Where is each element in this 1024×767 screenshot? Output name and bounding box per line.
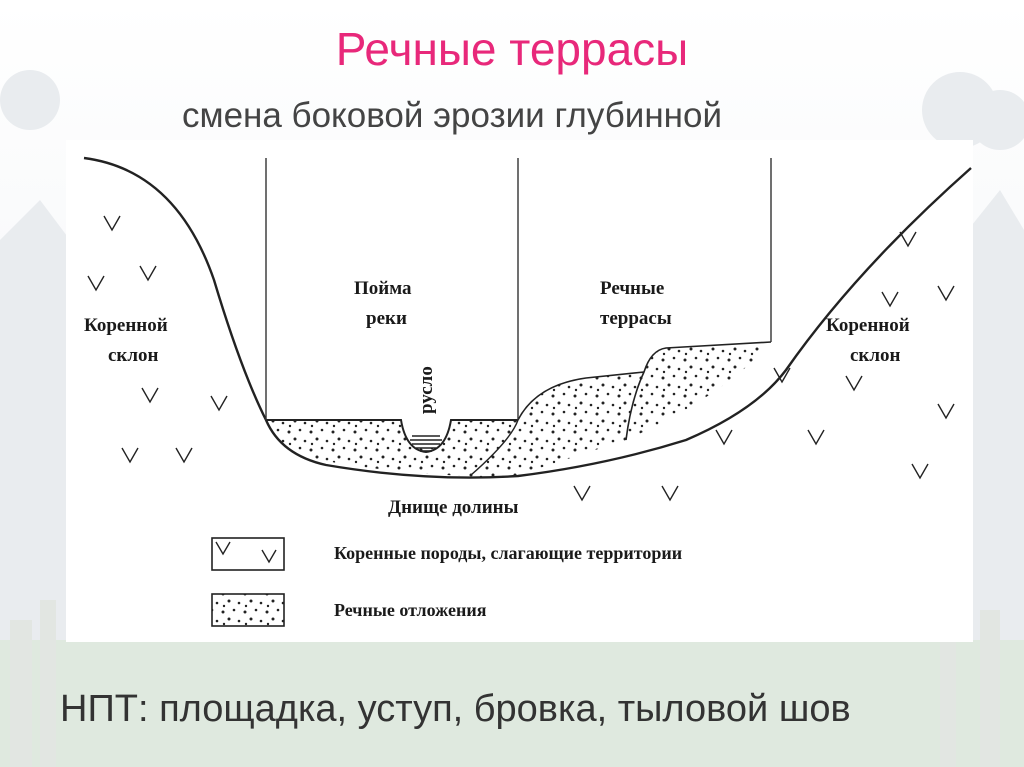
slide-subtitle: смена боковой эрозии глубинной [182,96,723,135]
terrace-2-deposits [626,342,771,440]
left-slope-label-1: Коренной [84,315,168,336]
floodplain-deposits [266,420,518,478]
valley-profile [83,156,972,479]
terraces-label-1: Речные [600,278,664,299]
right-slope-label-1: Коренной [826,315,910,336]
terraces-label-2: террасы [600,308,672,329]
channel-label: русло [416,366,437,414]
terrace-1-scarp [470,419,519,476]
terrace-1-surface [517,371,645,421]
valley-floor-label: Днище долины [388,497,519,518]
river-terrace-diagram: Коренной склон Пойма реки Речные террасы… [83,156,972,627]
diagram-panel: Коренной склон Пойма реки Речные террасы… [66,140,973,642]
floodplain-label-1: Пойма [354,278,412,299]
slide-title: Речные террасы [335,23,689,75]
legend-bedrock: Коренные породы, слагающие территории [211,537,682,571]
legend-deposits: Речные отложения [211,593,487,627]
terrace-1-deposits [518,372,644,475]
terrace-2-scarp [625,341,772,441]
slide-footer: НПТ: площадка, уступ, бровка, тыловой шо… [60,688,851,730]
floodplain-label-2: реки [366,308,407,329]
right-slope-label-2: склон [850,345,901,366]
bedrock-marks [87,215,955,502]
legend-bedrock-text: Коренные породы, слагающие территории [334,543,682,563]
left-slope-label-2: склон [108,345,159,366]
legend-deposits-text: Речные отложения [334,600,487,620]
floodplain-surface [266,419,518,454]
